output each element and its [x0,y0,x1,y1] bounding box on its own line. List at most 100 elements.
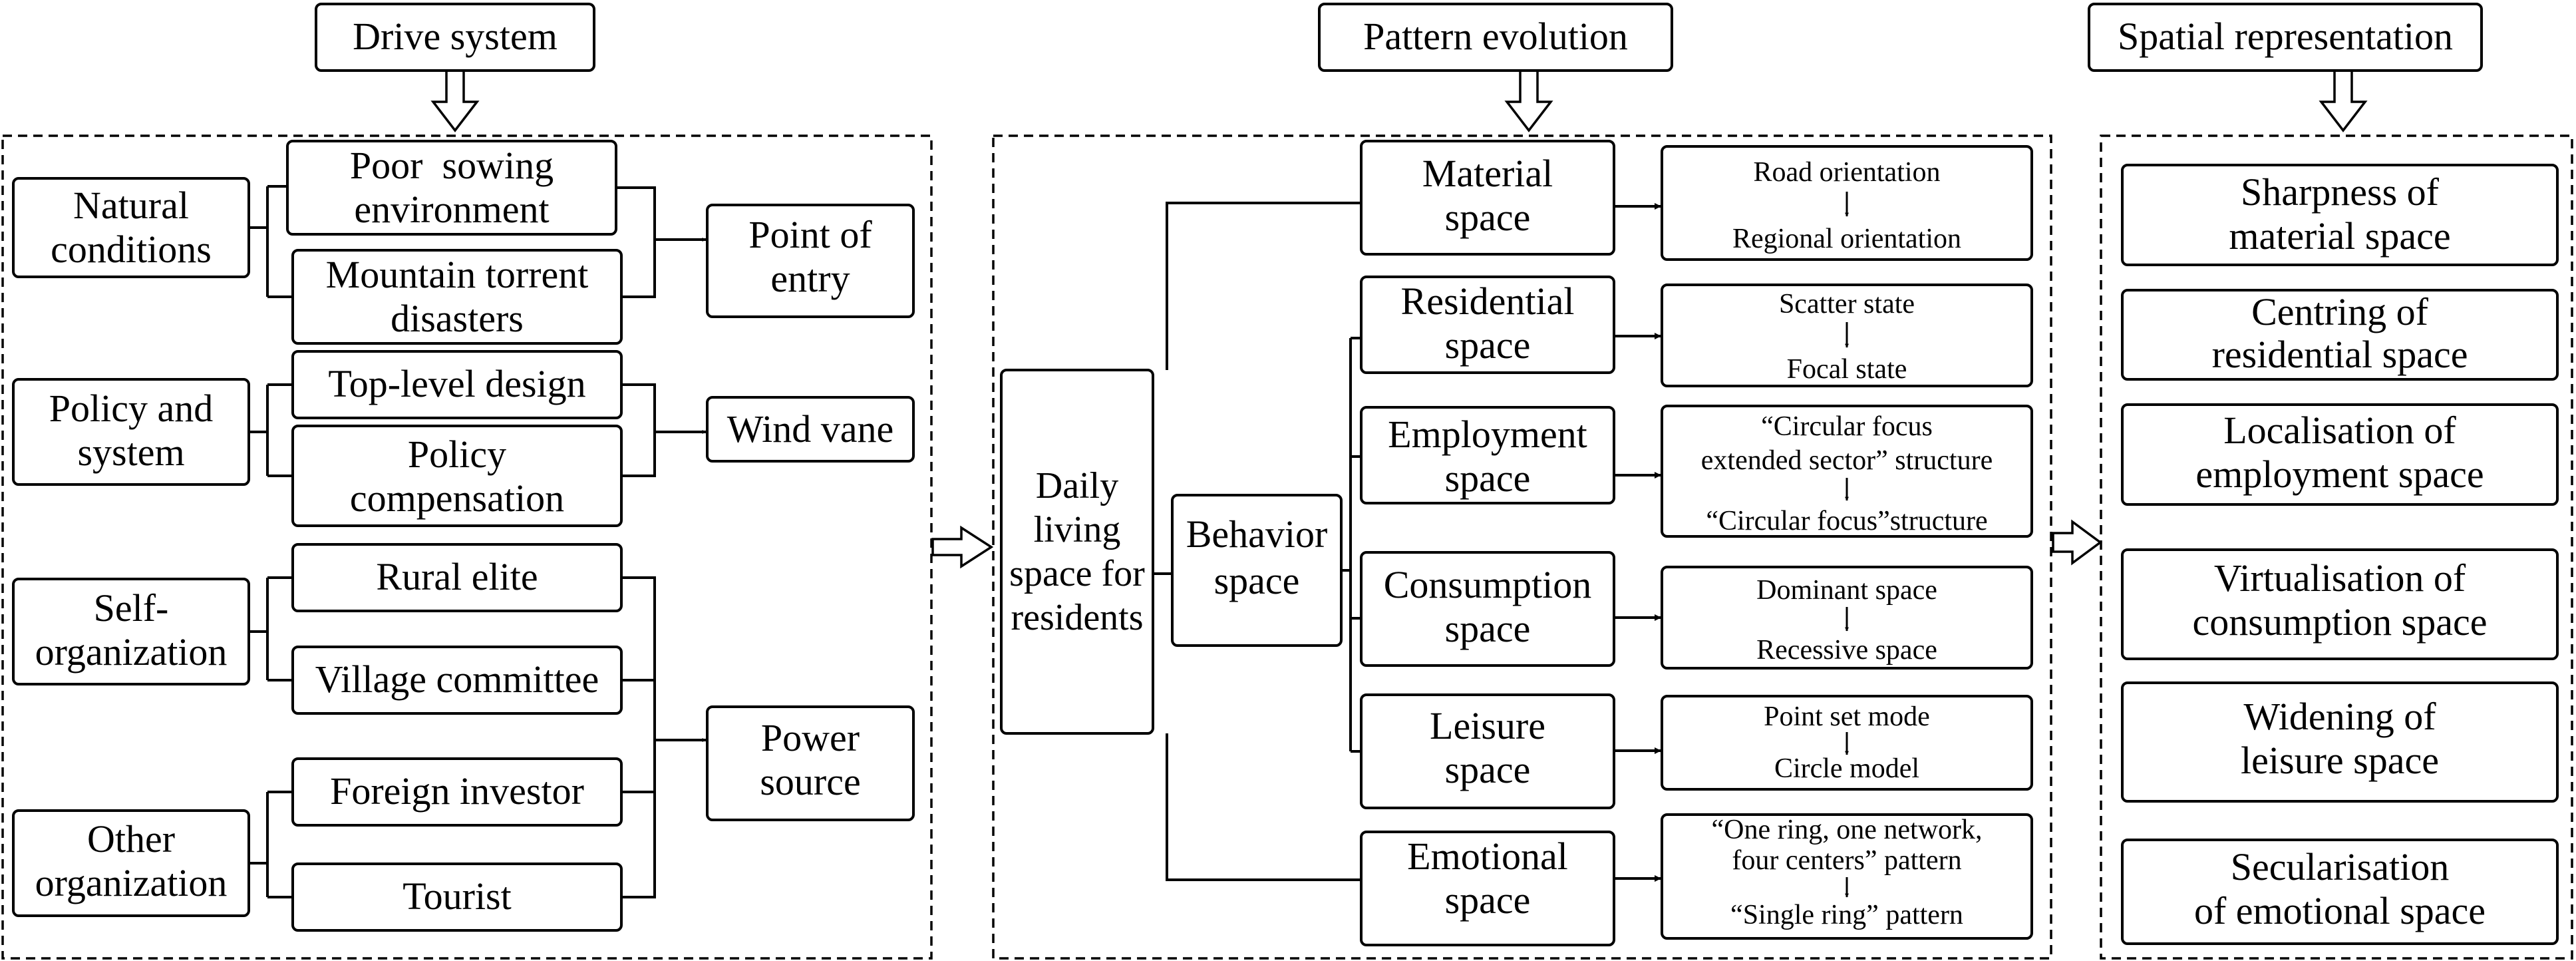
spatial-material-line-2: material space [2229,214,2450,258]
evolution-emotional-from-2: four centers” pattern [1732,845,1961,876]
evolution-residential-to: Focal state [1787,354,1907,385]
employment-space-line-1: Employment [1388,413,1587,456]
power-source-line-1: Power [761,716,860,759]
pattern-evolution-panel [992,134,2052,960]
self-organization-box: Self- organization [12,578,250,685]
natural-conditions-line-2: conditions [51,228,212,271]
rural-elite-box: Rural elite [291,543,623,612]
header-spatial-representation-label: Spatial representation [2118,15,2453,58]
drive-to-pattern-arrow-icon [931,525,994,569]
other-organization-line-2: organization [35,861,228,904]
evolution-employment-from-2: extended sector” structure [1701,445,1993,476]
employment-space-box: Employment space [1360,406,1615,504]
emotional-space-line-1: Emotional [1407,835,1568,878]
power-source-box: Power source [706,705,915,821]
spatial-consumption-box: Virtualisation of consumption space [2121,548,2559,660]
spatial-leisure-line-1: Widening of [2243,695,2436,738]
evolution-leisure-box: Point set mode Circle model [1661,695,2033,791]
drive-system-panel [1,134,933,960]
emotional-space-line-2: space [1445,878,1531,922]
evolution-emotional-from-1: “One ring, one network, [1711,815,1982,845]
evolution-consumption-to: Recessive space [1756,635,1937,666]
natural-conditions-line-1: Natural [73,184,189,227]
policy-and-system-box: Policy and system [12,378,250,486]
spatial-representation-panel [2100,134,2573,960]
spatial-residential-line-2: residential space [2212,333,2468,376]
evolution-emotional-box: “One ring, one network, four centers” pa… [1661,813,2033,940]
consumption-space-box: Consumption space [1360,551,1615,667]
evolution-employment-box: “Circular focus extended sector” structu… [1661,405,2033,538]
spatial-material-line-1: Sharpness of [2241,170,2440,214]
mountain-torrent-line-2: disasters [391,297,524,340]
evolution-residential-from: Scatter state [1779,289,1915,319]
header-pattern-evolution-label: Pattern evolution [1363,15,1628,58]
pattern-down-arrow-icon [1504,71,1553,132]
drive-down-arrow-icon [430,71,480,132]
evolution-emotional-to: “Single ring” pattern [1730,900,1963,930]
header-pattern-evolution: Pattern evolution [1318,3,1673,72]
mountain-torrent-line-1: Mountain torrent [326,253,589,296]
consumption-space-line-2: space [1445,607,1531,650]
leisure-space-box: Leisure space [1360,693,1615,809]
evolution-material-from: Road orientation [1753,157,1940,188]
leisure-space-line-2: space [1445,748,1531,791]
header-spatial-representation: Spatial representation [2088,3,2483,72]
spatial-residential-box: Centring of residential space [2121,289,2559,381]
leisure-space-line-1: Leisure [1430,704,1545,747]
material-space-line-2: space [1445,196,1531,239]
wind-vane-label: Wind vane [727,407,894,451]
spatial-emotional-line-1: Secularisation [2231,845,2450,888]
self-organization-line-2: organization [35,630,228,673]
space-to-evolution-arrows [1614,203,1661,882]
policy-and-system-line-1: Policy and [49,387,213,430]
employment-space-line-2: space [1445,457,1531,500]
spatial-consumption-line-2: consumption space [2193,600,2488,644]
tourist-box: Tourist [291,863,623,932]
material-space-box: Material space [1360,140,1615,256]
spatial-employment-line-2: employment space [2195,453,2484,496]
emotional-space-box: Emotional space [1360,831,1615,946]
self-organization-line-1: Self- [94,586,169,630]
top-level-design-label: Top-level design [328,362,585,405]
daily-living-line-2: living [1034,509,1121,550]
spatial-residential-line-1: Centring of [2251,290,2428,333]
spatial-emotional-box: Secularisation of emotional space [2121,839,2559,945]
spatial-material-box: Sharpness of material space [2121,164,2559,266]
spatial-leisure-box: Widening of leisure space [2121,681,2559,803]
point-of-entry-line-1: Point of [748,213,872,256]
point-of-entry-line-2: entry [770,257,850,300]
poor-sowing-line-1: Poor sowing [350,144,554,187]
evolution-leisure-from: Point set mode [1764,701,1930,732]
material-space-line-1: Material [1422,152,1553,195]
daily-living-line-4: residents [1011,597,1143,638]
wind-vane-box: Wind vane [706,396,915,463]
rural-elite-label: Rural elite [376,555,538,598]
foreign-investor-box: Foreign investor [291,757,623,827]
policy-compensation-line-1: Policy [408,433,506,476]
behavior-space-line-1: Behavior [1186,512,1328,556]
power-source-line-2: source [760,760,860,803]
village-committee-box: Village committee [291,646,623,715]
header-drive-system: Drive system [315,3,595,72]
residential-space-line-2: space [1445,323,1531,367]
daily-living-line-3: space for [1009,553,1145,594]
natural-conditions-box: Natural conditions [12,177,250,278]
evolution-consumption-from: Dominant space [1756,575,1937,606]
evolution-residential-box: Scatter state Focal state [1661,284,2033,387]
spatial-down-arrow-icon [2319,71,2368,132]
village-committee-label: Village committee [315,658,599,701]
top-level-design-box: Top-level design [291,350,623,419]
residential-space-line-1: Residential [1401,280,1575,323]
spatial-leisure-line-2: leisure space [2241,739,2439,782]
evolution-employment-from-1: “Circular focus [1761,411,1933,442]
header-drive-system-label: Drive system [353,15,558,58]
daily-living-space-box: Daily living space for residents [1000,369,1154,735]
pattern-connectors [1153,202,1361,881]
tourist-label: Tourist [402,874,512,918]
point-of-entry-box: Point of entry [706,204,915,318]
consumption-space-line-1: Consumption [1384,563,1592,606]
spatial-employment-line-1: Localisation of [2223,409,2456,452]
mountain-torrent-box: Mountain torrent disasters [291,249,623,345]
evolution-material-box: Road orientation Regional orientation [1661,145,2033,261]
